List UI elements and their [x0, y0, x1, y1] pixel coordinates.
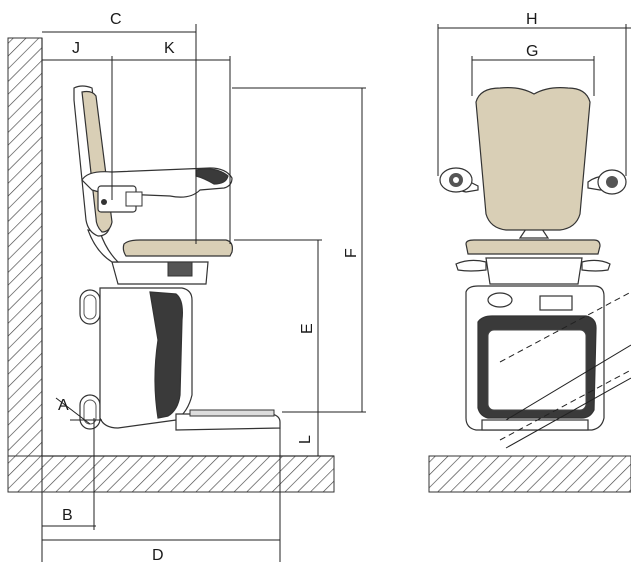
- label-k: K: [164, 40, 175, 57]
- label-g: G: [526, 43, 538, 60]
- rail-side-view: [79, 289, 101, 430]
- stairlift-front-view: [439, 87, 631, 449]
- dimension-lines: [41, 24, 631, 562]
- dimension-labels: C J K F E L A B D H G: [58, 11, 538, 562]
- label-e: E: [299, 323, 316, 334]
- label-c: C: [110, 11, 122, 28]
- label-a: A: [58, 397, 69, 414]
- floor-hatch-side: [7, 455, 335, 493]
- stairlift-side-view: [73, 85, 281, 431]
- label-h: H: [526, 11, 538, 28]
- wall-hatch: [7, 37, 43, 493]
- label-d: D: [152, 547, 164, 562]
- label-l: L: [297, 435, 314, 444]
- floor-hatch-front: [428, 455, 631, 493]
- label-b: B: [62, 507, 73, 524]
- label-j: J: [72, 40, 80, 57]
- label-f: F: [343, 248, 360, 258]
